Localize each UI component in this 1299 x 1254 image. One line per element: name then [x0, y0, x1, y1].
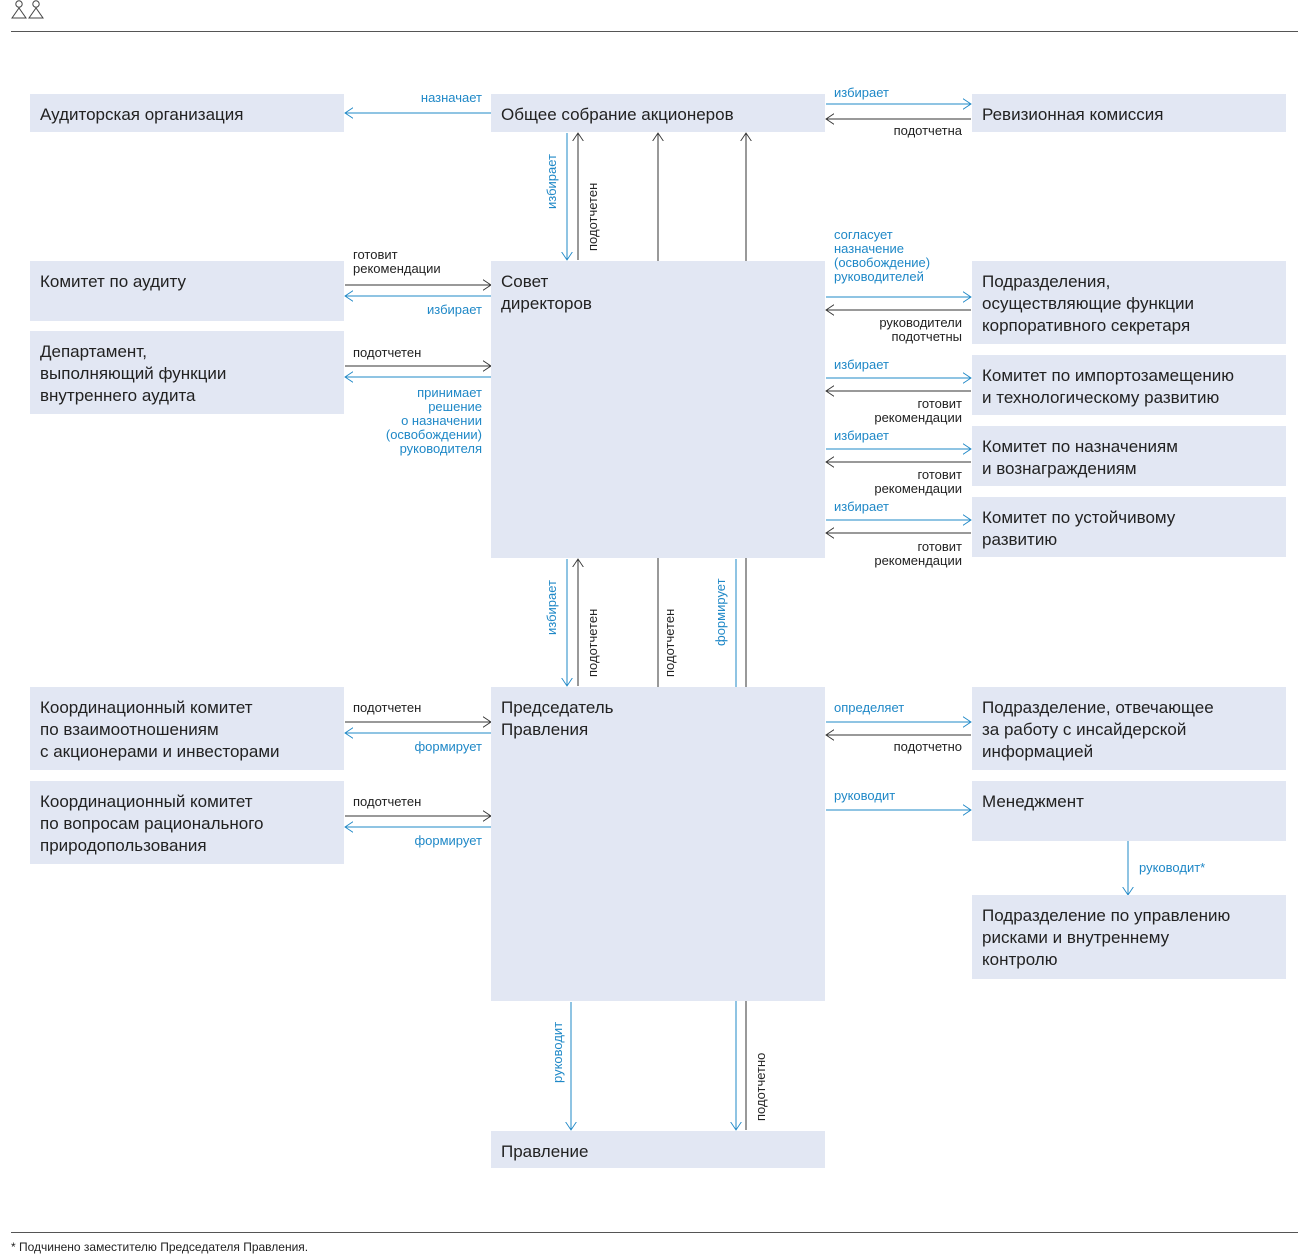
label-elects-nomination: избирает — [834, 428, 889, 443]
label-elects-sustainability: избирает — [834, 499, 889, 514]
label-accountable-insider: подотчетно — [893, 739, 962, 754]
box-risk-control-unit: Подразделение по управлению рисками и вн… — [972, 895, 1286, 979]
label-v-accountable-chairman: подотчетен — [585, 608, 600, 677]
box-import-substitution-committee: Комитет по импортозамещению и технологич… — [972, 355, 1286, 415]
label-leads-management: руководит — [834, 788, 896, 803]
label-decides-appointment: принимает решение о назначении (освобожд… — [385, 385, 482, 456]
label-v-forms-pravlenie: формирует — [713, 578, 728, 646]
box-management-board: Правление — [491, 1131, 825, 1168]
box-corporate-secretary: Подразделения, осуществляющие функции ко… — [972, 261, 1286, 344]
bottom-divider — [11, 1232, 1298, 1233]
label-heads-accountable: руководители подотчетны — [879, 315, 962, 344]
box-audit-committee: Комитет по аудиту — [30, 261, 344, 321]
box-insider-information-unit: Подразделение, отвечающее за работу с ин… — [972, 687, 1286, 770]
label-v-elects-board: избирает — [544, 154, 559, 209]
box-audit-organization: Аудиторская организация — [30, 94, 344, 132]
label-elects-revision: избирает — [834, 85, 889, 100]
label-v-elects-chairman: избирает — [544, 580, 559, 635]
label-prepares-import: готовит рекомендации — [874, 396, 962, 425]
box-coord-committee-nature: Координационный комитет по вопросам раци… — [30, 781, 344, 864]
box-chairman-of-board: Председатель Правления — [491, 687, 825, 1001]
label-leads-risk: руководит* — [1139, 860, 1206, 875]
box-board-of-directors: Совет директоров — [491, 261, 825, 558]
footnote: * Подчинено заместителю Председателя Пра… — [11, 1240, 309, 1254]
label-elects-import: избирает — [834, 357, 889, 372]
label-v-pravlenie-accountable: подотчетно — [753, 1052, 768, 1121]
label-v-chairman-accountable-gsm: подотчетен — [662, 608, 677, 677]
label-prepares-nomination: готовит рекомендации — [874, 467, 962, 496]
label-defines-insider: определяет — [834, 700, 905, 715]
label-approves-appointment: согласует назначение (освобождение) руко… — [834, 227, 931, 284]
box-general-shareholders-meeting: Общее собрание акционеров — [491, 94, 825, 132]
label-accountable-internal-audit: подотчетен — [353, 345, 422, 360]
label-accountable-revision: подотчетна — [893, 123, 962, 138]
box-revision-commission: Ревизионная комиссия — [972, 94, 1286, 132]
label-prepares-sustainability: готовит рекомендации — [874, 539, 962, 568]
box-internal-audit-department: Департамент, выполняющий функции внутрен… — [30, 331, 344, 414]
label-v-accountable-board: подотчетен — [585, 182, 600, 251]
box-coord-committee-shareholders: Координационный комитет по взаимоотношен… — [30, 687, 344, 770]
label-accountable-coord-shareholders: подотчетен — [353, 700, 422, 715]
label-elects-audit: избирает — [427, 302, 482, 317]
label-forms-coord-nature: формирует — [414, 833, 482, 848]
label-prepares-audit: готовит рекомендации — [353, 247, 441, 276]
people-icon — [11, 0, 44, 19]
box-management: Менеджмент — [972, 781, 1286, 841]
label-v-leads-pravlenie: руководит — [550, 1021, 565, 1083]
box-nomination-committee: Комитет по назначениям и вознаграждениям — [972, 426, 1286, 486]
box-sustainability-committee: Комитет по устойчивому развитию — [972, 497, 1286, 557]
top-divider — [11, 31, 1298, 32]
label-appoints: назначает — [420, 90, 482, 105]
label-forms-coord-shareholders: формирует — [414, 739, 482, 754]
label-accountable-coord-nature: подотчетен — [353, 794, 422, 809]
